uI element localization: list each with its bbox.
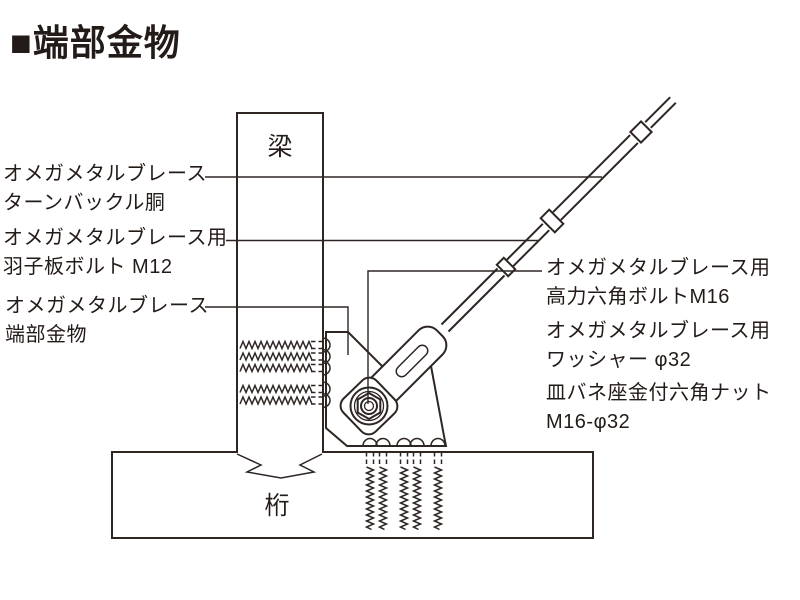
girder-outline: [111, 451, 594, 539]
page-title: ■端部金物: [10, 22, 181, 63]
callout-line: ターンバックル胴: [3, 192, 166, 214]
leader-lines: [205, 176, 602, 404]
beam-label: 梁: [267, 133, 293, 161]
beam-break-symbol: [236, 453, 323, 479]
callout-washer: オメガメタルブレース用 ワッシャー φ32: [546, 317, 771, 375]
bolt-nut-assembly: [339, 376, 399, 436]
callout-line: オメガメタルブレース用: [3, 227, 228, 249]
brace-rod: [440, 96, 677, 333]
beam-outline: [236, 112, 324, 453]
callout-hex-bolt: オメガメタルブレース用 高力六角ボルトM16: [546, 254, 771, 312]
callout-disc-spring-nut: 皿バネ座金付六角ナット M16-φ32: [546, 379, 772, 437]
horizontal-screws: [239, 337, 331, 409]
callout-line: オメガメタルブレース用: [546, 257, 771, 279]
callout-line: オメガメタルブレース用: [546, 320, 771, 342]
callout-battledore-bolt: オメガメタルブレース用 羽子板ボルト M12: [3, 224, 228, 282]
callout-turnbuckle-body: オメガメタルブレース ターンバックル胴: [3, 160, 207, 218]
callout-line: 高力六角ボルトM16: [546, 286, 730, 308]
callout-line: ワッシャー φ32: [546, 349, 692, 371]
callout-line: 端部金物: [5, 324, 87, 346]
callout-line: オメガメタルブレース: [5, 295, 209, 317]
callout-line: 羽子板ボルト M12: [3, 256, 173, 278]
callout-line: 皿バネ座金付六角ナット: [546, 382, 772, 404]
girder-label: 桁: [264, 492, 290, 520]
callout-end-hardware: オメガメタルブレース 端部金物: [5, 292, 209, 350]
callout-line: M16-φ32: [546, 411, 631, 433]
callout-line: オメガメタルブレース: [3, 163, 207, 185]
